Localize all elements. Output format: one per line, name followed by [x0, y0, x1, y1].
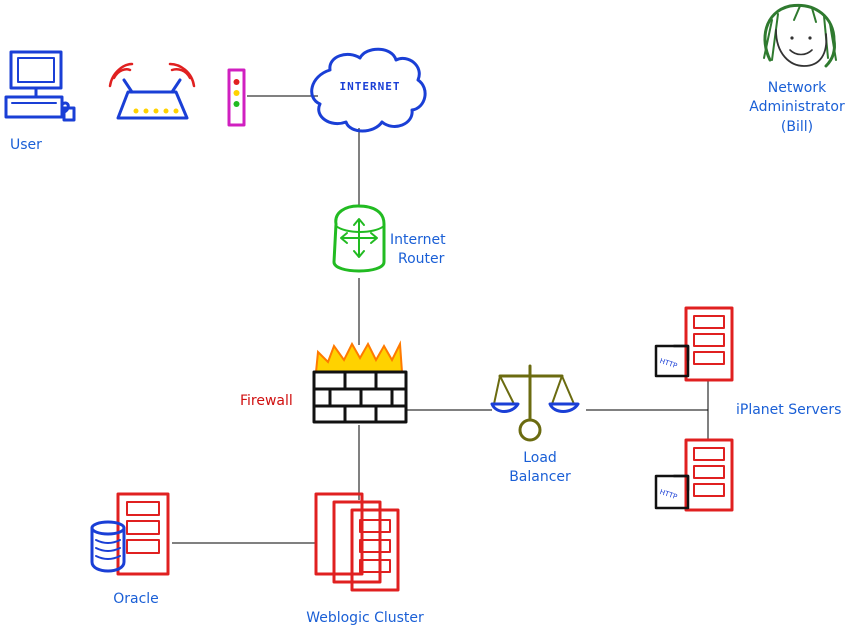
oracle-database-icon [90, 520, 126, 573]
http-label: HTTP [659, 357, 679, 370]
firewall-icon [312, 340, 408, 424]
weblogic-cluster-icon [314, 492, 400, 592]
internet-cloud-icon: INTERNET [310, 47, 427, 133]
load-balancer-scale-icon [493, 364, 575, 442]
wireless-router-icon [108, 62, 196, 120]
oracle-label: Oracle [113, 591, 159, 607]
weblogic-cluster-label: Weblogic Cluster [306, 610, 424, 626]
router-label-line1: Internet [390, 232, 446, 248]
iplanet-server-icon: HTTP [654, 306, 734, 382]
load-balancer-pans [490, 402, 580, 413]
administrator-label-line1: Network [768, 80, 827, 96]
iplanet-servers-label: iPlanet Servers [736, 402, 841, 418]
firewall-label: Firewall [240, 393, 293, 409]
administrator-label-line3: (Bill) [781, 119, 813, 135]
internet-router-icon [332, 204, 386, 273]
router-label-line2: Router [398, 251, 445, 267]
iplanet-server-icon: HTTP [654, 438, 734, 512]
modem-icon [227, 68, 246, 127]
administrator-avatar-icon [763, 3, 837, 68]
connections [172, 95, 709, 544]
http-label: HTTP [659, 488, 679, 501]
load-balancer-label-line2: Balancer [509, 469, 571, 485]
computer-icon [4, 50, 76, 122]
internet-cloud-label: INTERNET [340, 80, 401, 93]
load-balancer-label-line1: Load [523, 450, 557, 466]
administrator-label-line2: Administrator [749, 99, 845, 115]
user-label: User [10, 137, 42, 153]
